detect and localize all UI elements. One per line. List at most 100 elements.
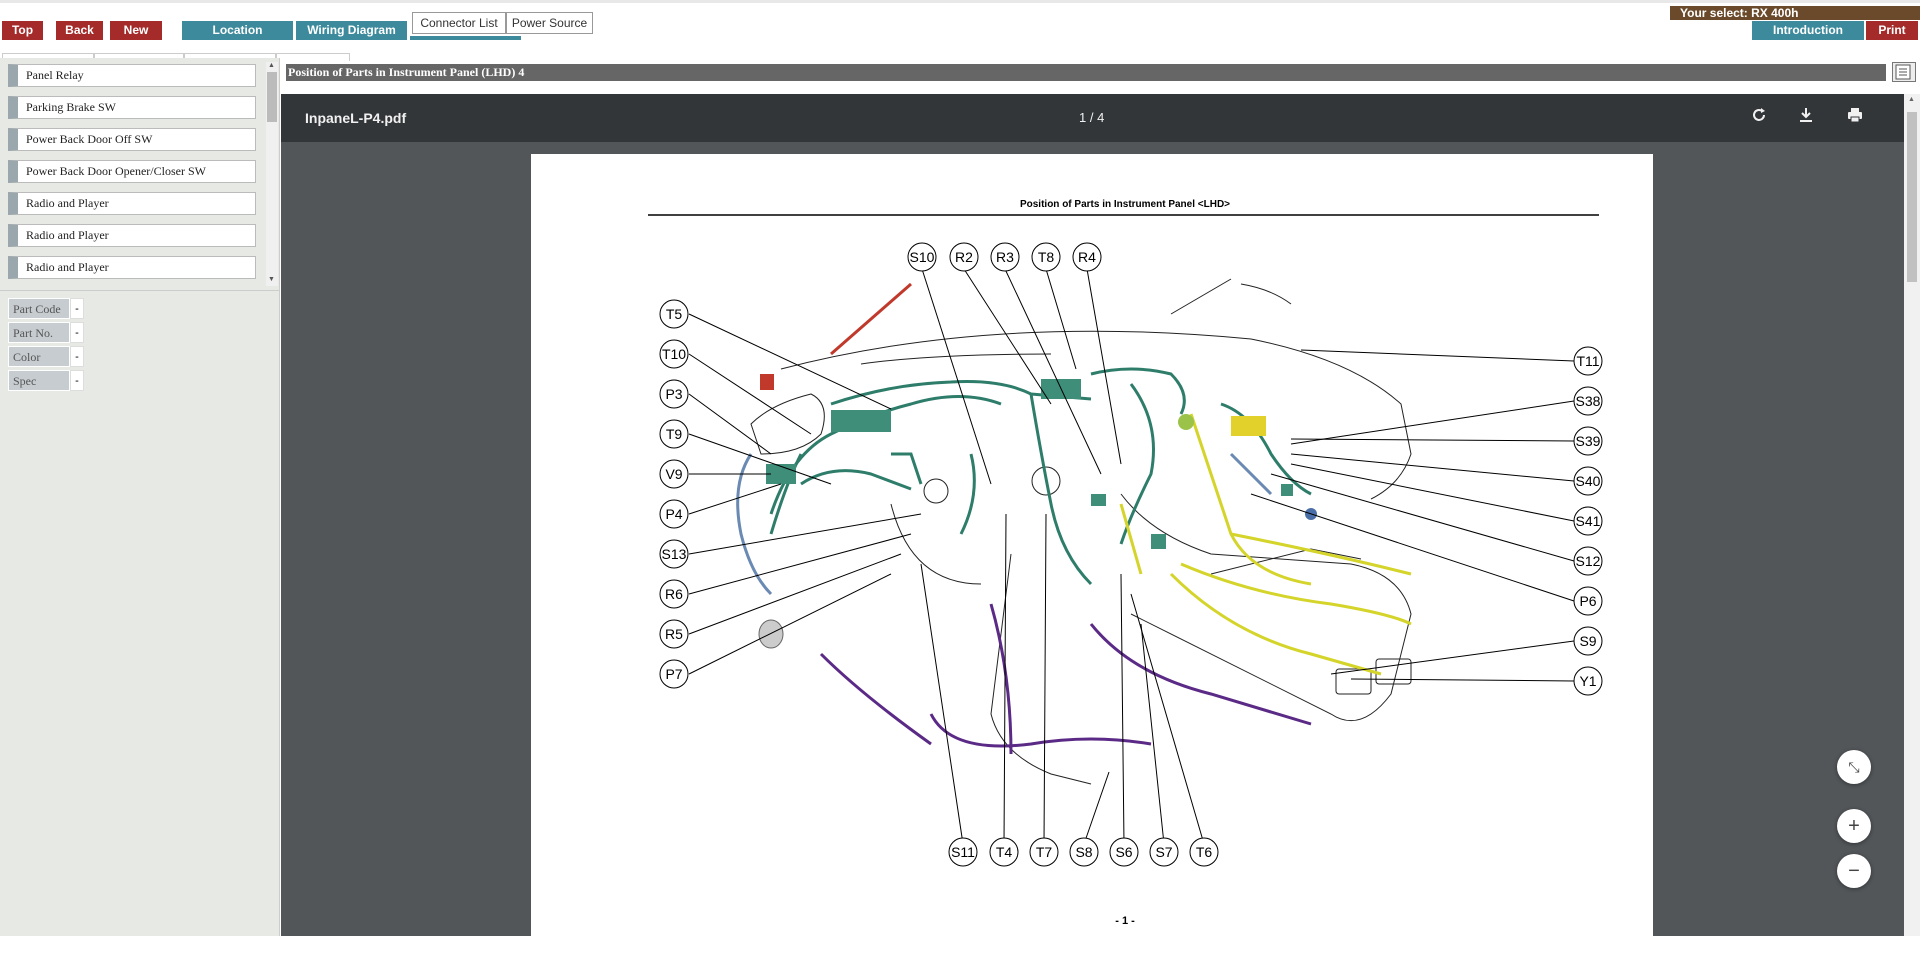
callout-label[interactable]: T4 [989,837,1019,867]
scroll-down-arrow-icon[interactable]: ▼ [268,276,275,283]
part-list-scrollbar[interactable]: ▲ ▼ [266,62,278,286]
introduction-button[interactable]: Introduction [1752,21,1864,40]
scrollbar-thumb[interactable] [1907,112,1917,282]
sub-tab[interactable] [276,53,350,61]
callout-label[interactable]: S39 [1573,426,1603,456]
rotate-icon[interactable] [1747,106,1771,130]
new-button[interactable]: New [110,21,162,40]
svg-text:S12: S12 [1576,553,1601,569]
scroll-up-arrow-icon[interactable]: ▲ [1908,96,1915,103]
location-button[interactable]: Location [182,21,293,40]
vehicle-selection: Your select: RX 400h [1670,6,1920,20]
back-button[interactable]: Back [56,21,103,40]
document-icon[interactable] [1892,62,1916,82]
pdf-page: Position of Parts in Instrument Panel <L… [531,154,1653,954]
zoom-in-icon[interactable]: + [1837,809,1871,843]
pdf-toolbar: InpaneL-P4.pdf 1 / 4 [281,94,1904,142]
callout-label[interactable]: T8 [1031,242,1061,272]
top-button[interactable]: Top [2,21,43,40]
callout-label[interactable]: R2 [949,242,979,272]
document-title-bar: Position of Parts in Instrument Panel (L… [286,64,1886,81]
list-item[interactable]: Power Back Door Opener/Closer SW [8,160,256,183]
svg-text:T11: T11 [1576,353,1599,369]
spec-value: - [70,298,84,319]
callout-label[interactable]: S8 [1069,837,1099,867]
spec-value: - [70,322,84,343]
part-list: Panel Relay Parking Brake SW Power Back … [0,62,266,286]
connector-list-indicator [410,36,521,40]
sub-tab[interactable] [2,53,94,61]
callout-label[interactable]: S11 [948,837,978,867]
sub-tab[interactable] [184,53,276,61]
svg-text:P7: P7 [665,666,682,682]
callout-label[interactable]: P3 [659,379,689,409]
harness-yellow [1119,413,1412,676]
pdf-page-indicator: 1 / 4 [1079,110,1105,125]
callout-label[interactable]: Y1 [1573,666,1603,696]
svg-text:Y1: Y1 [1579,673,1596,689]
callout-label[interactable]: T6 [1189,837,1219,867]
pdf-viewer: InpaneL-P4.pdf 1 / 4 Position of Parts i… [281,94,1904,954]
svg-text:R6: R6 [665,586,683,602]
harness-purple [819,603,1312,755]
callout-label[interactable]: S7 [1149,837,1179,867]
list-item[interactable]: Panel Relay [8,64,256,87]
wiring-diagram-button[interactable]: Wiring Diagram [296,21,407,40]
callout-label[interactable]: S12 [1573,546,1603,576]
svg-text:T6: T6 [1196,844,1213,860]
callouts-right: T11 S38 S39 S40 S41 S12 P6 S9 Y1 [1573,346,1603,696]
connector-list-button[interactable]: Connector List [412,12,506,34]
callout-label[interactable]: S9 [1573,626,1603,656]
callout-label[interactable]: S6 [1109,837,1139,867]
svg-text:T7: T7 [1036,844,1053,860]
list-item[interactable]: Radio and Player [8,224,256,247]
svg-text:S9: S9 [1579,633,1596,649]
list-item[interactable]: Radio and Player [8,256,256,279]
svg-text:R4: R4 [1078,249,1096,265]
spec-label: Part No. [8,322,70,343]
callout-label[interactable]: S10 [907,242,937,272]
callout-label[interactable]: T11 [1573,346,1603,376]
callout-label[interactable]: T9 [659,419,689,449]
callout-label[interactable]: R4 [1072,242,1102,272]
callout-label[interactable]: V9 [659,459,689,489]
zoom-out-icon[interactable]: − [1837,854,1871,888]
callout-label[interactable]: S13 [659,539,689,569]
harness-blue [736,452,1273,596]
callout-label[interactable]: S41 [1573,506,1603,536]
callout-label[interactable]: P7 [659,659,689,689]
callout-label[interactable]: T10 [659,339,689,369]
list-item[interactable]: Radio and Player [8,192,256,215]
wiring-diagram: Position of Parts in Instrument Panel <L… [648,199,1603,927]
callout-label[interactable]: R5 [659,619,689,649]
svg-text:T5: T5 [666,306,683,322]
callout-label[interactable]: P6 [1573,586,1603,616]
svg-text:S40: S40 [1576,473,1601,489]
scroll-up-arrow-icon[interactable]: ▲ [268,62,275,69]
callout-label[interactable]: T7 [1029,837,1059,867]
callout-label[interactable]: R6 [659,579,689,609]
svg-text:S8: S8 [1075,844,1092,860]
download-icon[interactable] [1794,106,1818,130]
callouts-left: T5 T10 P3 T9 V9 P4 S13 R6 R5 P7 [659,299,689,689]
svg-text:S41: S41 [1576,513,1601,529]
callout-label[interactable]: R3 [990,242,1020,272]
sub-tab[interactable] [94,53,184,61]
viewer-scrollbar[interactable]: ▲ [1904,94,1920,936]
svg-text:S10: S10 [910,249,935,265]
list-item[interactable]: Power Back Door Off SW [8,128,256,151]
spec-label: Spec [8,370,70,391]
list-item[interactable]: Parking Brake SW [8,96,256,119]
print-button[interactable]: Print [1866,21,1918,40]
scrollbar-thumb[interactable] [267,72,277,122]
callout-label[interactable]: S38 [1573,386,1603,416]
fit-page-icon[interactable]: ⤡ [1837,750,1871,784]
callout-label[interactable]: S40 [1573,466,1603,496]
callout-label[interactable]: P4 [659,499,689,529]
power-source-button[interactable]: Power Source [506,12,593,34]
print-icon[interactable] [1843,106,1867,130]
sub-tabs [0,53,350,61]
callout-label[interactable]: T5 [659,299,689,329]
vehicle-outline [750,278,1412,785]
sidebar: Panel Relay Parking Brake SW Power Back … [0,58,280,936]
